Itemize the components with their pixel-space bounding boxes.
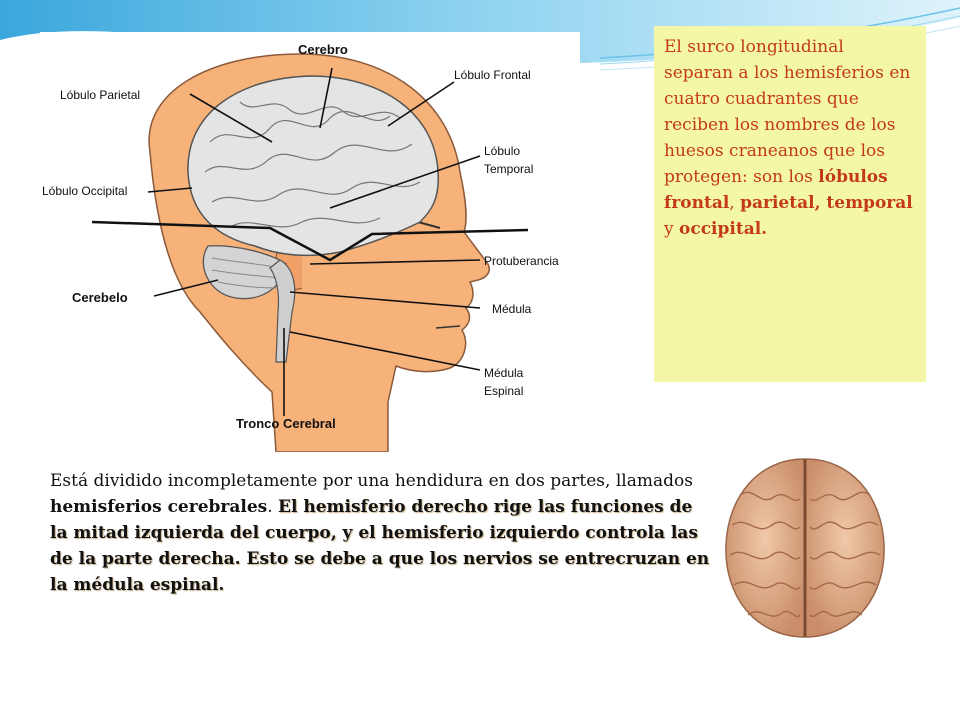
label-lobulo-occipital: Lóbulo Occipital <box>42 184 128 198</box>
paragraph-emphasis: El hemisferio derecho rige las funciones… <box>50 497 710 595</box>
label-lobulo-frontal: Lóbulo Frontal <box>454 68 531 82</box>
hemispheres-paragraph: Está dividido incompletamente por una he… <box>50 468 710 598</box>
paragraph-hemisferios: hemisferios cerebrales <box>50 497 268 517</box>
leader-lines <box>147 67 481 416</box>
label-cerebro: Cerebro <box>298 42 348 57</box>
head-illustration <box>91 53 529 452</box>
eye <box>417 221 441 229</box>
note-parietal-temporal: parietal, temporal <box>740 193 913 213</box>
brain-top-view-image <box>725 458 885 638</box>
label-medula-espinal-line2: Espinal <box>484 384 524 398</box>
note-frontal: lóbulos frontal <box>664 167 888 213</box>
label-cerebelo: Cerebelo <box>72 290 128 305</box>
note-separator: , <box>729 193 741 213</box>
label-medula: Médula <box>492 302 532 316</box>
note-text: El surco longitudinal separan a los hemi… <box>664 37 911 187</box>
note-occipital: occipital. <box>679 219 768 239</box>
label-protuberancia: Protuberancia <box>484 254 559 268</box>
paragraph-intro: Está dividido incompletamente por una he… <box>50 471 693 491</box>
label-tronco-cerebral: Tronco Cerebral <box>236 416 336 431</box>
lobes-note: El surco longitudinal separan a los hemi… <box>654 26 926 382</box>
label-lobulo-parietal: Lóbulo Parietal <box>60 88 141 102</box>
paragraph-period: . <box>267 497 279 517</box>
label-lobulo-temporal-line2: Temporal <box>484 162 534 176</box>
gyri-pattern <box>204 101 421 228</box>
label-lobulo-temporal-line1: Lóbulo <box>484 144 521 158</box>
cerebrum <box>187 75 439 257</box>
brain-anatomy-diagram: Cerebro Lóbulo Parietal Lóbulo Frontal L… <box>40 32 580 452</box>
label-medula-espinal-line1: Médula <box>484 366 524 380</box>
section-line <box>91 220 529 262</box>
brainstem <box>269 259 296 363</box>
note-separator-y: y <box>664 219 680 239</box>
cerebellum <box>202 245 287 300</box>
